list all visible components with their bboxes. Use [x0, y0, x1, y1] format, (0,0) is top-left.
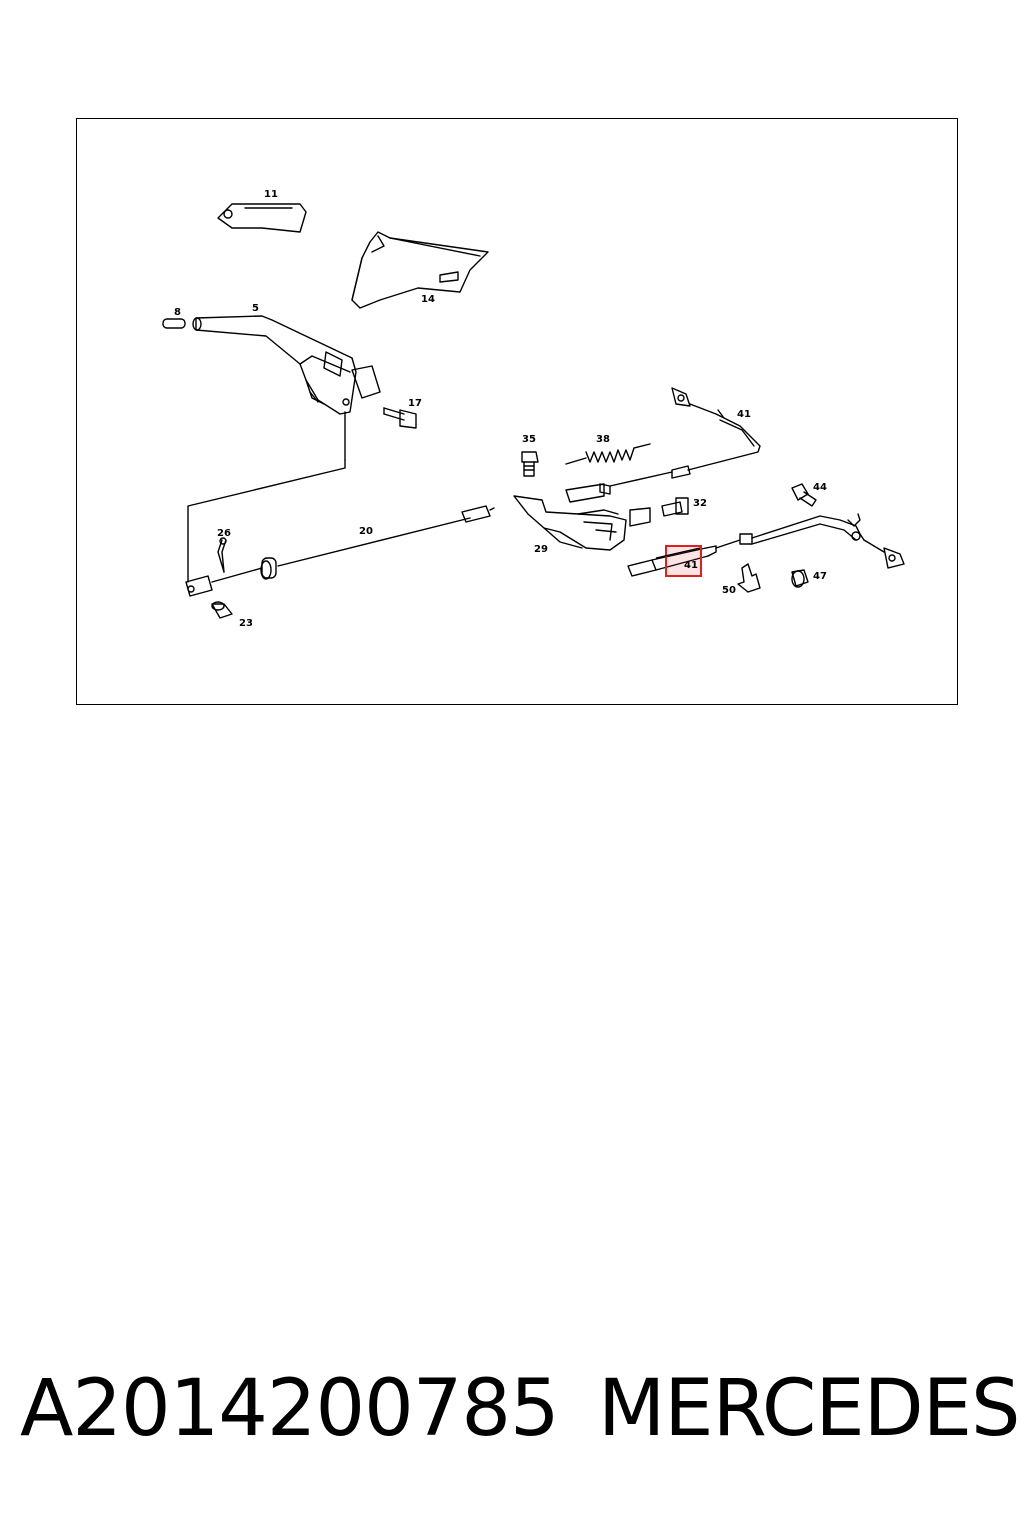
label-8: 8 [174, 307, 181, 318]
label-5: 5 [252, 303, 259, 314]
part-23-pin [211, 601, 233, 619]
part-number-caption: A2014200785 [20, 1364, 560, 1454]
label-35: 35 [522, 434, 536, 445]
label-50: 50 [722, 585, 736, 596]
label-17: 17 [408, 398, 422, 409]
part-41-lower-cable [627, 513, 905, 577]
part-11-lever-cover [217, 203, 307, 233]
brand-caption: MERCEDES [598, 1364, 1020, 1454]
highlight-box [665, 545, 702, 577]
part-17-bolt [383, 407, 417, 429]
part-44-bolt [791, 483, 817, 507]
label-11: 11 [264, 189, 278, 200]
label-47: 47 [813, 571, 827, 582]
part-32-bolt [661, 497, 689, 517]
label-29: 29 [534, 544, 548, 555]
part-26-cotter-pin [217, 537, 227, 573]
part-38-spring [565, 443, 651, 465]
label-41-lower: 41 [684, 560, 698, 571]
label-41-upper: 41 [737, 409, 751, 420]
label-32: 32 [693, 498, 707, 509]
part-5-handbrake-lever [192, 315, 381, 461]
part-20-cable [185, 505, 495, 597]
part-47-bushing [791, 569, 809, 588]
label-20: 20 [359, 526, 373, 537]
part-8-pin [162, 318, 186, 329]
label-26: 26 [217, 528, 231, 539]
label-38: 38 [596, 434, 610, 445]
part-29-equalizer [513, 495, 651, 551]
part-35-bolt [521, 451, 539, 477]
label-23: 23 [239, 618, 253, 629]
label-14: 14 [421, 294, 435, 305]
part-41-upper-cable [565, 387, 761, 503]
linkage-rod [187, 459, 346, 583]
part-14-console-bracket [351, 231, 489, 309]
label-44: 44 [813, 482, 827, 493]
part-50-clip [737, 563, 761, 593]
